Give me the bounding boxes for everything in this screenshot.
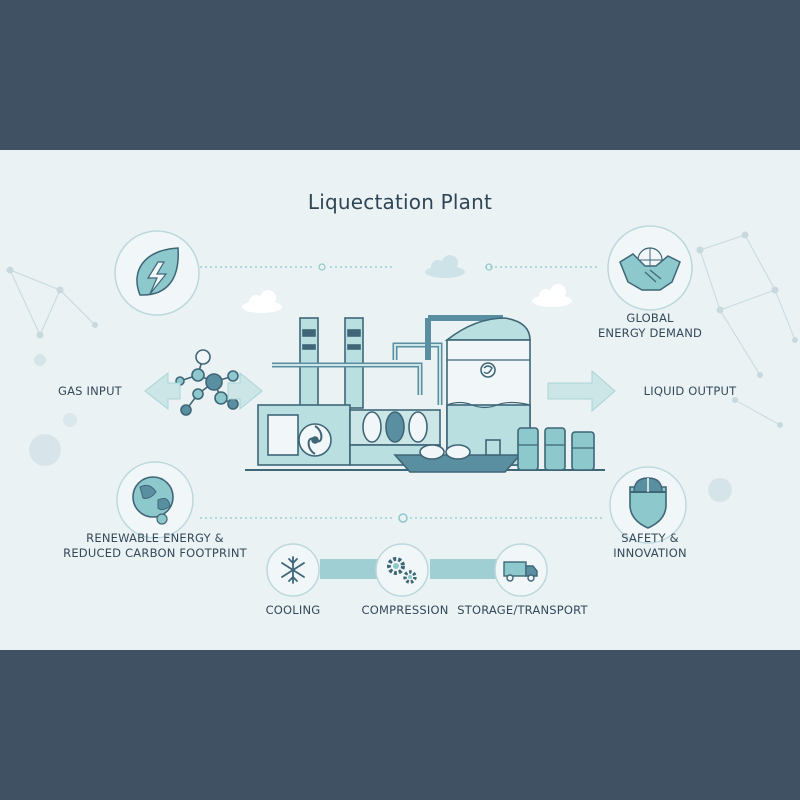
double-arrow-icon — [144, 371, 263, 411]
liquefaction-plant-illustration — [245, 315, 605, 473]
dotted-connectors — [200, 266, 605, 519]
stage-label-compression: COMPRESSION — [361, 603, 449, 617]
truck-icon — [494, 543, 548, 597]
stage-connector — [430, 559, 500, 579]
stage-label-storage-transport: STORAGE/TRANSPORT — [457, 603, 588, 617]
safety-innovation-label: SAFETY & INNOVATION — [613, 531, 687, 560]
output-arrow-icon — [547, 369, 616, 413]
global-energy-demand-label: GLOBAL ENERGY DEMAND — [597, 311, 703, 340]
network-decoration — [6, 231, 798, 502]
handshake-icon — [607, 225, 693, 311]
helmet-shield-icon — [609, 466, 687, 544]
cloud-icon — [425, 255, 465, 278]
lightning-leaf-icon — [114, 230, 200, 316]
page-title: Liquectation Plant — [307, 190, 493, 214]
globe-recycle-icon — [116, 461, 194, 539]
liquid-output-label: LIQUID OUTPUT — [643, 384, 737, 398]
renewable-energy-label: RENEWABLE ENERGY & REDUCED CARBON FOOTPR… — [63, 531, 247, 560]
cloud-icon — [532, 284, 572, 307]
gears-icon — [375, 543, 429, 597]
gas-input-label: GAS INPUT — [58, 384, 122, 398]
cloud-icon — [242, 290, 282, 313]
molecule-icon — [175, 349, 239, 416]
snowflake-icon — [266, 543, 320, 597]
stage-connector — [320, 559, 380, 579]
stage-label-cooling: COOLING — [265, 603, 321, 617]
